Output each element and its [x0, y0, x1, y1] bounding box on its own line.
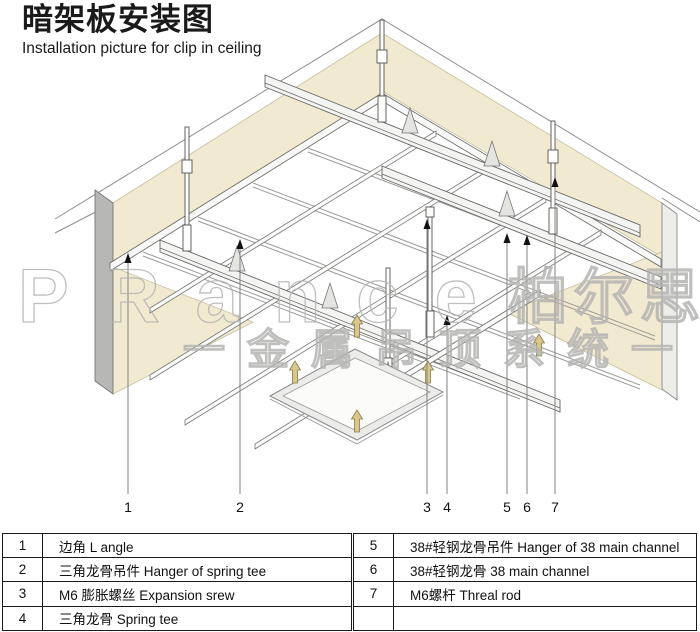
- threaded-rod: [425, 206, 435, 338]
- leader-arrowhead: [423, 219, 431, 229]
- part-number: 1: [3, 534, 43, 558]
- left-wall-face: [112, 32, 383, 268]
- threaded-rod: [547, 120, 559, 235]
- cross-tees: [142, 147, 656, 400]
- leader-arrowhead: [503, 233, 511, 243]
- parts-table-right: 5 38#轻钢龙骨吊件 Hanger of 38 main channel 6 …: [353, 533, 697, 631]
- leader-number: 5: [503, 499, 511, 515]
- part-number: 6: [354, 557, 394, 582]
- hanger-plate: [228, 244, 246, 272]
- left-wall-end-face: [94, 189, 114, 395]
- right-wall-end-face: [661, 202, 678, 401]
- title-block: 暗架板安装图 Installation picture for clip in …: [22, 2, 262, 58]
- leaders: 1 2 3 4 5 6 7: [124, 177, 559, 515]
- leader-arrowhead: [124, 253, 132, 263]
- leader-arrowhead: [523, 235, 531, 245]
- install-arrow: [350, 409, 364, 433]
- part-number: 5: [354, 534, 394, 558]
- part-number: 7: [354, 581, 394, 606]
- hanger-plate: [483, 139, 501, 167]
- leader-number: 6: [523, 499, 531, 515]
- parts-table-left: 1 边角 L angle 2 三角龙骨吊件 Hanger of spring t…: [2, 533, 352, 631]
- page-title: 暗架板安装图: [22, 2, 214, 37]
- leader-number: 7: [551, 499, 559, 515]
- leader-arrowhead: [551, 177, 559, 187]
- main-channel: [264, 74, 641, 238]
- main-channel: [381, 165, 662, 290]
- install-arrow: [421, 360, 435, 384]
- leader-arrowhead: [236, 239, 244, 249]
- part-desc: 38#轻钢龙骨吊件 Hanger of 38 main channel: [410, 539, 680, 555]
- part-desc: 三角龙骨吊件 Hanger of spring tee: [43, 557, 351, 581]
- part-number: [354, 605, 394, 630]
- install-arrow: [350, 314, 364, 338]
- part-number: 4: [3, 605, 43, 630]
- main-channels: [159, 74, 662, 413]
- watermark-cjk: 柏尔思: [508, 264, 700, 331]
- part-number: 3: [3, 581, 43, 606]
- hanger-plates: [228, 106, 516, 309]
- leader-number: 1: [124, 499, 132, 515]
- watermark: PRance 柏尔思 一金属吊顶系统一: [17, 253, 700, 373]
- install-arrows: [288, 314, 546, 433]
- install-arrow: [532, 333, 546, 357]
- spring-tees: [149, 130, 602, 450]
- hanger-plate: [321, 281, 339, 309]
- part-desc: 38#轻钢龙骨 38 main channel: [394, 557, 696, 581]
- threaded-rod: [181, 126, 193, 252]
- installation-diagram: 1 2 3 4 5 6 7 PRance 柏尔思 一金属吊顶系统一: [17, 18, 700, 515]
- part-desc: M6 膨胀螺丝 Expansion srew: [43, 581, 351, 605]
- part-desc: 边角 L angle: [59, 539, 134, 555]
- leader-number: 2: [236, 499, 244, 515]
- right-wall: [381, 32, 678, 401]
- leader-number: 4: [443, 499, 451, 515]
- hanger-plate: [498, 189, 516, 217]
- leader-arrowhead: [443, 315, 451, 325]
- install-arrow: [288, 360, 302, 384]
- part-desc: [394, 605, 696, 630]
- threaded-rod: [376, 19, 388, 123]
- hanger-plate: [401, 106, 419, 134]
- watermark-latin: PRance: [18, 254, 513, 339]
- clip-in-panel: [268, 348, 445, 445]
- page-subtitle: Installation picture for clip in ceiling: [22, 40, 262, 57]
- part-number: 2: [3, 557, 43, 582]
- leader-number: 3: [423, 499, 431, 515]
- part-desc: M6螺杆 Threal rod: [394, 581, 696, 605]
- watermark-slogan: 一金属吊顶系统一: [183, 326, 695, 373]
- part-desc: 三角龙骨 Spring tee: [43, 605, 351, 630]
